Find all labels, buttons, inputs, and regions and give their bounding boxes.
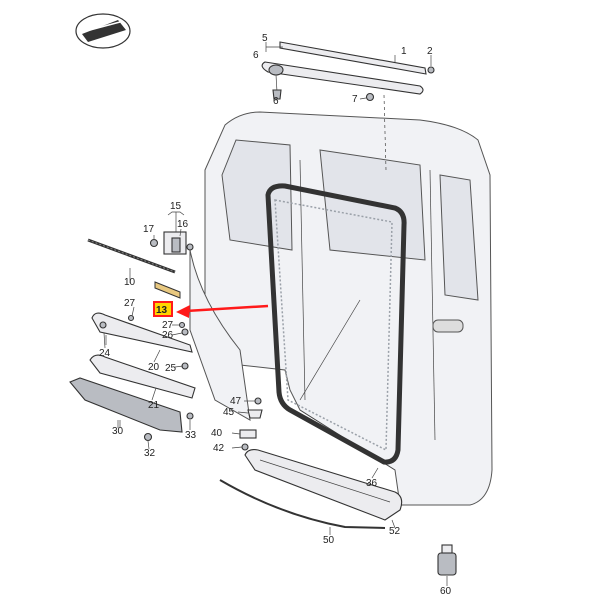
clip-15-16-17 [149, 211, 194, 255]
strip-50 [219, 479, 386, 529]
label-42: 42 [213, 443, 225, 454]
label-2: 2 [427, 46, 433, 57]
label-5: 5 [262, 33, 268, 44]
label-30: 30 [112, 426, 124, 437]
label-40: 40 [211, 428, 223, 439]
label-27-lower: 27 [162, 320, 174, 331]
sill-trim-30 [69, 377, 194, 442]
sill-trim-20 [91, 312, 193, 353]
label-36: 36 [366, 478, 378, 489]
roof-rail-group [261, 41, 435, 171]
trim-strip-10 [87, 238, 176, 274]
label-27: 27 [124, 298, 136, 309]
small-fasteners [105, 314, 189, 427]
label-21: 21 [148, 400, 160, 411]
label-6-lower: 6 [273, 96, 279, 107]
label-32: 32 [144, 448, 156, 459]
part-60-canister [437, 544, 457, 576]
label-17: 17 [143, 224, 155, 235]
label-20: 20 [148, 362, 160, 373]
sill-plate-52 [244, 449, 403, 521]
label-1: 1 [401, 46, 407, 57]
label-60: 60 [440, 586, 452, 597]
retainer-13 [153, 281, 181, 317]
label-33: 33 [185, 430, 197, 441]
label-7: 7 [352, 94, 358, 105]
label-50: 50 [323, 535, 335, 546]
label-45: 45 [223, 407, 235, 418]
oval-emblem-icon [75, 13, 131, 49]
label-47: 47 [230, 396, 242, 407]
label-6: 6 [253, 50, 259, 61]
door-seal [265, 183, 407, 465]
label-25: 25 [165, 363, 177, 374]
label-15: 15 [170, 201, 182, 212]
hinge-fasteners [231, 397, 263, 451]
label-24: 24 [99, 348, 111, 359]
red-arrow-icon [176, 304, 269, 318]
label-26: 26 [162, 330, 174, 341]
label-16: 16 [177, 219, 189, 230]
sill-trim-21 [89, 354, 196, 399]
label-52: 52 [389, 526, 401, 537]
leader-lines [103, 228, 448, 586]
label-13: 13 [156, 305, 168, 316]
